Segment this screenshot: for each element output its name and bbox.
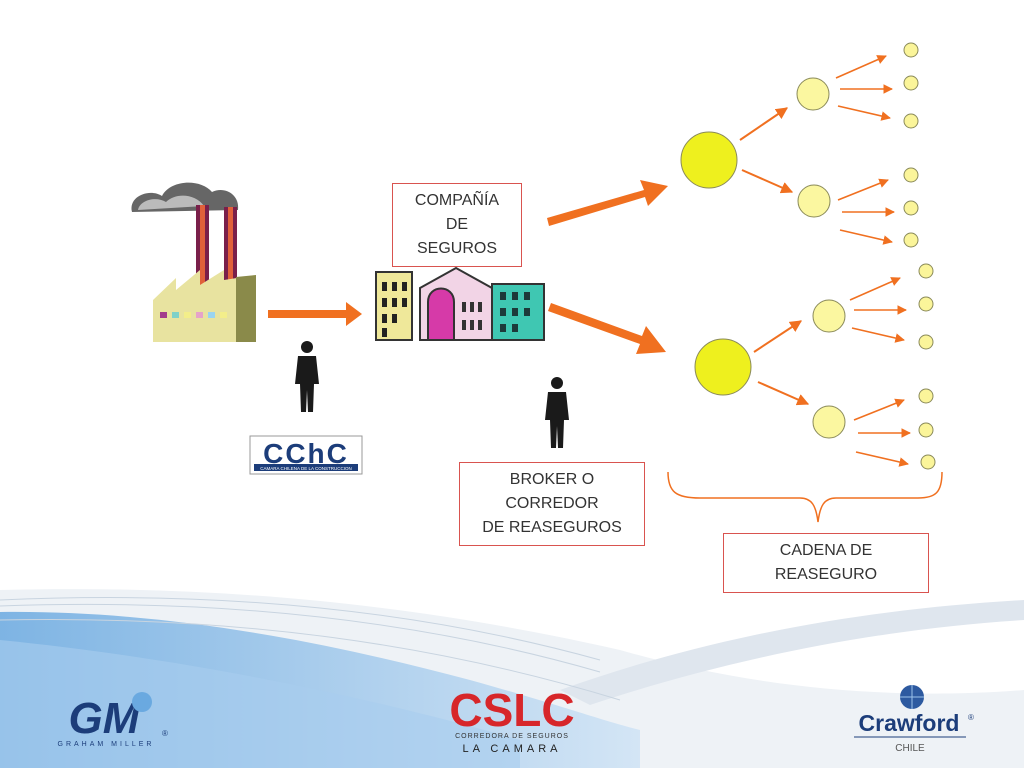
insurance-company-label: COMPAÑÍA DE SEGUROS — [392, 183, 522, 267]
person-icon-client — [295, 341, 319, 412]
chain-brace — [667, 471, 943, 523]
insurance-company-label-line: SEGUROS — [416, 240, 497, 257]
reinsurer-node-2-2 — [812, 405, 846, 439]
reinsurer-leaf — [903, 75, 919, 91]
reinsurer-node-1 — [680, 131, 738, 189]
reinsurer-leaf — [920, 454, 936, 470]
factory-icon — [131, 182, 256, 342]
cslc-logo-line1: CORREDORA DE SEGUROS — [455, 733, 569, 740]
reinsurer-leaf — [918, 334, 934, 350]
reinsurer-leaf — [903, 42, 919, 58]
reinsurer-leaf — [918, 263, 934, 279]
cslc-logo-mark: CSLC — [449, 684, 574, 736]
reinsurer-leaf — [918, 296, 934, 312]
crawford-logo: Crawford ® CHILE — [854, 685, 974, 754]
reinsurance-chain-label-line: REASEGURO — [774, 566, 878, 583]
insurance-buildings-icon — [375, 266, 545, 341]
reinsurer-leaf — [903, 167, 919, 183]
person-icon-broker — [545, 377, 569, 448]
background-waves — [0, 589, 1024, 768]
reinsurer-leaf — [903, 200, 919, 216]
main-arrows — [268, 180, 668, 354]
reinsurer-leaf — [903, 113, 919, 129]
graham-miller-name: GRAHAM MILLER — [58, 741, 155, 748]
graham-miller-reg: ® — [162, 729, 168, 738]
reinsurance-chain-label: CADENA DE REASEGURO — [723, 533, 929, 593]
reinsurer-leaf — [918, 388, 934, 404]
insurance-company-label-line: COMPAÑÍA — [414, 192, 500, 209]
reinsurance-tree — [667, 42, 943, 523]
cchc-logo: CChC CAMARA CHILENA DE LA CONSTRUCCION — [249, 435, 363, 475]
crawford-logo-name: Crawford — [859, 710, 960, 736]
reinsurance-broker-label-line: BROKER O — [509, 471, 595, 488]
cslc-logo: CSLC CORREDORA DE SEGUROS LA CAMARA — [449, 684, 574, 755]
reinsurer-leaf — [918, 422, 934, 438]
insurance-company-label-line: DE — [445, 216, 469, 233]
crawford-logo-reg: ® — [968, 713, 974, 722]
reinsurer-node-2-1 — [812, 299, 846, 333]
graham-miller-logo: GM ® GRAHAM MILLER — [58, 692, 168, 748]
reinsurance-broker-label-line: CORREDOR — [505, 495, 599, 512]
reinsurance-broker-label-line: DE REASEGUROS — [482, 519, 622, 536]
crawford-logo-country: CHILE — [895, 743, 925, 754]
reinsurance-chain-label-line: CADENA DE — [779, 542, 873, 559]
reinsurer-node-1-1 — [796, 77, 830, 111]
graham-miller-mark: GM — [69, 694, 141, 743]
cchc-logo-subtitle: CAMARA CHILENA DE LA CONSTRUCCION — [260, 466, 352, 471]
reinsurer-node-2 — [694, 338, 752, 396]
reinsurer-node-1-2 — [797, 184, 831, 218]
reinsurance-broker-label: BROKER O CORREDOR DE REASEGUROS — [459, 462, 645, 546]
cchc-logo-mark: CChC — [263, 438, 349, 469]
reinsurer-leaf — [903, 232, 919, 248]
cslc-logo-line2: LA CAMARA — [463, 743, 562, 755]
